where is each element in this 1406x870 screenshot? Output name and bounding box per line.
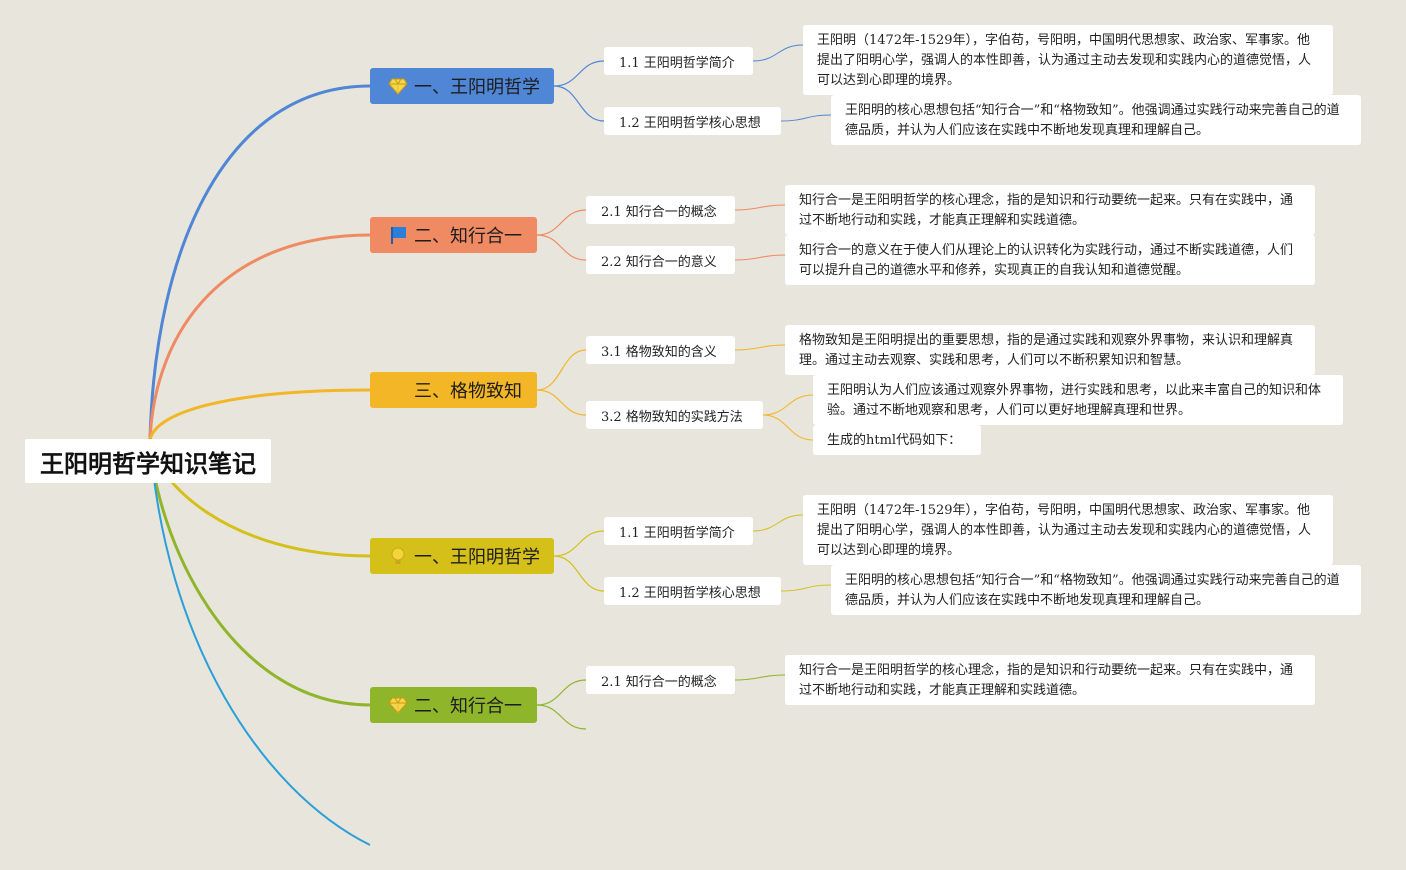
- main-topic-label: 三、格物致知: [414, 381, 522, 402]
- diamond-icon: [388, 76, 408, 96]
- main-topic-label: 二、知行合一: [414, 696, 522, 717]
- note-line: [762, 414, 814, 441]
- note-concept: 知行合一是王阳明哲学的核心理念，指的是知识和行动要统一起来。只有在实践中，通过不…: [785, 185, 1315, 235]
- flag-icon: [388, 225, 408, 245]
- root-topic[interactable]: 王阳明哲学知识笔记: [25, 439, 271, 483]
- note-meaning-of-gewu: 格物致知是王阳明提出的重要思想，指的是通过实践和观察外界事物，来认识和理解真理。…: [785, 325, 1315, 375]
- subtopic-intro-2[interactable]: 1.1 王阳明哲学简介: [604, 517, 753, 545]
- main-topic-investigation-of-things[interactable]: 三、格物致知: [370, 372, 537, 408]
- main-topic-wang-yangming-philosophy-2[interactable]: 一、王阳明哲学: [370, 538, 554, 574]
- subtopic-line: [553, 85, 605, 122]
- main-topic-unity-knowledge-action[interactable]: 二、知行合一: [370, 217, 537, 253]
- subtopic-line: [553, 555, 605, 592]
- note-line: [734, 204, 786, 211]
- main-topic-wang-yangming-philosophy[interactable]: 一、王阳明哲学: [370, 68, 554, 104]
- root-branch-line: [148, 388, 372, 442]
- root-branch-line: [149, 439, 371, 846]
- note-line: [780, 114, 832, 122]
- note-core-ideas: 王阳明的核心思想包括“知行合一”和“格物致知”。他强调通过实践行动来完善自己的道…: [831, 95, 1361, 145]
- note-line: [734, 254, 786, 261]
- note-line: [734, 344, 786, 351]
- subtopic-line: [536, 234, 587, 261]
- main-topic-unity-knowledge-action-2[interactable]: 二、知行合一: [370, 687, 537, 723]
- note-intro: 王阳明（1472年-1529年），字伯苟，号阳明，中国明代思想家、政治家、军事家…: [803, 25, 1333, 95]
- subtopic-line: [536, 209, 587, 236]
- subtopic-core-ideas-2[interactable]: 1.2 王阳明哲学核心思想: [604, 577, 781, 605]
- bulb-icon: [388, 546, 408, 566]
- note-core-ideas-2: 王阳明的核心思想包括“知行合一”和“格物致知”。他强调通过实践行动来完善自己的道…: [831, 565, 1361, 615]
- subtopic-line: [553, 60, 605, 87]
- note-intro-2: 王阳明（1472年-1529年），字伯苟，号阳明，中国明代思想家、政治家、军事家…: [803, 495, 1333, 565]
- note-meaning: 知行合一的意义在于使人们从理论上的认识转化为实践行动，通过不断实践道德，人们可以…: [785, 235, 1315, 285]
- root-branch-line: [148, 84, 372, 442]
- subtopic-line: [536, 704, 587, 730]
- note-generated-code: 生成的html代码如下：: [813, 425, 981, 455]
- subtopic-line: [553, 530, 605, 557]
- note-line: [780, 584, 832, 592]
- main-topic-label: 一、王阳明哲学: [414, 547, 540, 568]
- subtopic-practice-method[interactable]: 3.2 格物致知的实践方法: [586, 401, 763, 429]
- subtopic-meaning[interactable]: 2.2 知行合一的意义: [586, 246, 735, 274]
- note-concept-2: 知行合一是王阳明哲学的核心理念，指的是知识和行动要统一起来。只有在实践中，通过不…: [785, 655, 1315, 705]
- subtopic-line: [536, 389, 587, 416]
- subtopic-concept-2[interactable]: 2.1 知行合一的概念: [586, 666, 735, 694]
- main-topic-label: 一、王阳明哲学: [414, 77, 540, 98]
- subtopic-meaning-of-gewu[interactable]: 3.1 格物致知的含义: [586, 336, 735, 364]
- subtopic-line: [536, 349, 587, 391]
- root-branch-line: [148, 233, 372, 442]
- note-line: [734, 674, 786, 681]
- main-topic-label: 二、知行合一: [414, 226, 522, 247]
- diamond-icon: [388, 695, 408, 715]
- subtopic-core-ideas[interactable]: 1.2 王阳明哲学核心思想: [604, 107, 781, 135]
- note-line: [752, 514, 804, 532]
- subtopic-intro[interactable]: 1.1 王阳明哲学简介: [604, 47, 753, 75]
- subtopic-concept[interactable]: 2.1 知行合一的概念: [586, 196, 735, 224]
- note-practice-method: 王阳明认为人们应该通过观察外界事物，进行实践和思考，以此来丰富自己的知识和体验。…: [813, 375, 1343, 425]
- note-line: [762, 394, 814, 416]
- note-line: [752, 44, 804, 62]
- subtopic-line: [536, 679, 587, 706]
